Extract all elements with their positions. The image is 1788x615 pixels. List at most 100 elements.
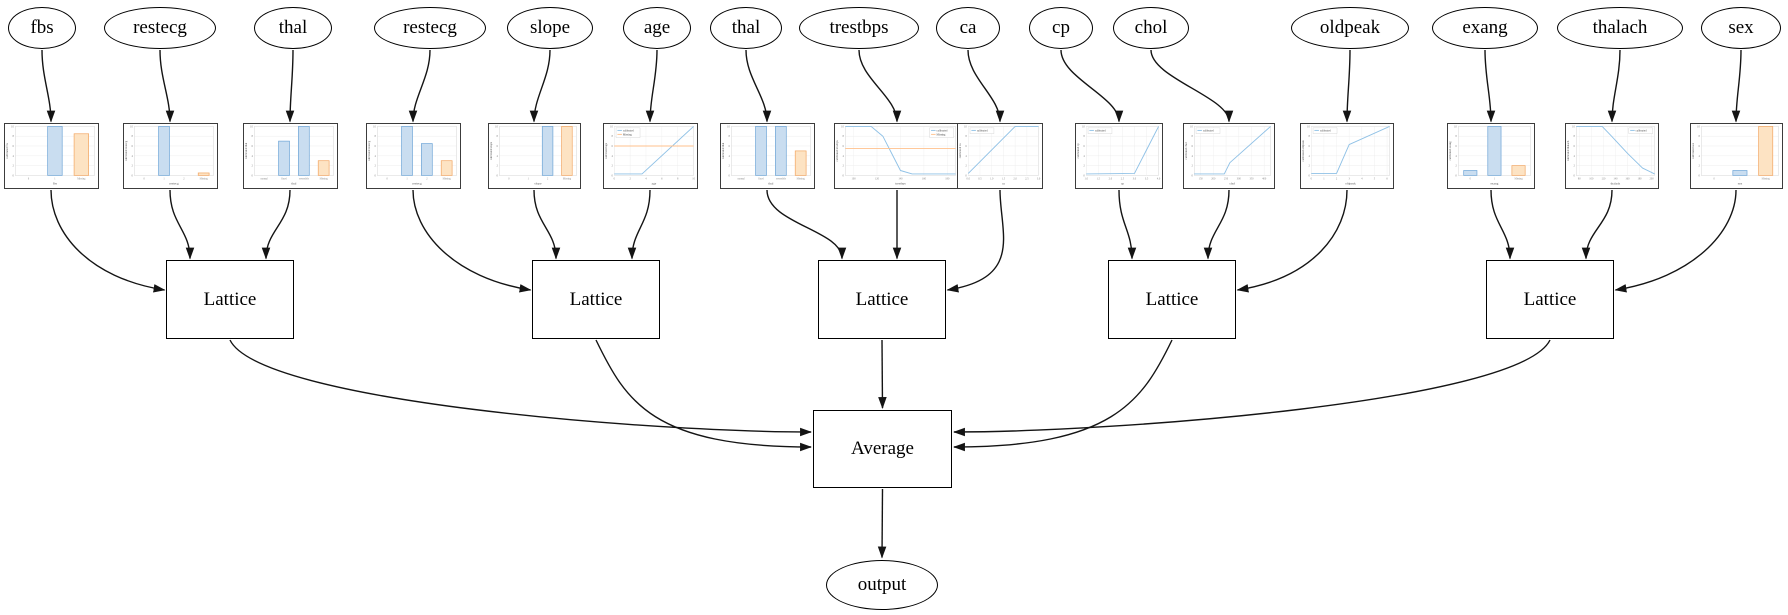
x-tick-label: Missing bbox=[562, 177, 571, 180]
y-tick-label: 10 bbox=[129, 124, 132, 128]
edge-f14-c14 bbox=[1731, 49, 1742, 123]
y-axis-label: calibrated ca bbox=[958, 143, 962, 158]
x-tick-label: 100 bbox=[1589, 177, 1594, 180]
x-tick-label: 2.5 bbox=[1121, 177, 1125, 180]
x-tick-label: 2.5 bbox=[1025, 177, 1029, 180]
y-tick-label: 2 bbox=[1308, 164, 1310, 168]
y-tick-label: 4 bbox=[1083, 154, 1085, 158]
edge-f10-c10 bbox=[1150, 49, 1234, 123]
lattice-label: Lattice bbox=[569, 288, 623, 310]
y-tick-label: 4 bbox=[251, 154, 253, 158]
y-axis-label: calibrated sex bbox=[1691, 142, 1695, 159]
y-tick-label: 4 bbox=[12, 154, 14, 158]
x-tick-label: 120 bbox=[1601, 177, 1606, 180]
y-tick-label: 10 bbox=[1696, 124, 1699, 128]
x-tick-label: 2.0 bbox=[1109, 177, 1113, 180]
y-tick-label: 10 bbox=[609, 124, 612, 128]
edge-l3-avg bbox=[953, 339, 1173, 452]
x-tick-label: Missing bbox=[1514, 177, 1523, 180]
y-tick-label: 2 bbox=[1573, 164, 1575, 168]
x-tick-label: 6 bbox=[1386, 177, 1388, 180]
x-tick-label: 1 bbox=[1739, 177, 1741, 180]
bar-fixed bbox=[277, 140, 290, 176]
x-tick-label: 8 bbox=[677, 177, 679, 180]
bar-reversible bbox=[774, 126, 787, 176]
y-axis-label: calibrated slope bbox=[489, 141, 493, 160]
x-tick-label: 3 bbox=[1348, 177, 1350, 180]
chart-plot-area bbox=[1194, 126, 1271, 176]
legend-entry-label: calibrated bbox=[937, 129, 948, 132]
feature-node-restecg: restecg bbox=[374, 7, 486, 49]
x-axis-label: thal bbox=[291, 182, 296, 186]
x-tick-label: 200 bbox=[1650, 177, 1655, 180]
legend-entry-label: Missing bbox=[937, 133, 946, 136]
chart-plot-area bbox=[1086, 126, 1159, 176]
chart-plot-area bbox=[1311, 126, 1390, 176]
y-tick-label: 10 bbox=[1190, 124, 1193, 128]
x-tick-label: reversible bbox=[775, 177, 786, 180]
y-axis-label: calibrated age bbox=[604, 142, 608, 159]
x-tick-label: 2.0 bbox=[1013, 177, 1017, 180]
y-tick-label: 8 bbox=[1191, 134, 1193, 138]
y-tick-label: 4 bbox=[1455, 154, 1457, 158]
y-tick-label: 0 bbox=[842, 173, 844, 177]
y-tick-label: 10 bbox=[249, 124, 252, 128]
edge-l1-avg bbox=[595, 339, 812, 452]
feature-label: sex bbox=[1728, 17, 1754, 38]
y-tick-label: 8 bbox=[374, 134, 376, 138]
lattice-label: Lattice bbox=[1523, 288, 1577, 310]
y-tick-label: 4 bbox=[374, 154, 376, 158]
y-axis-label: calibrated restecg bbox=[124, 140, 128, 161]
x-tick-label: 10 bbox=[692, 177, 695, 180]
x-tick-label: 1 bbox=[54, 177, 56, 180]
x-axis-label: age bbox=[651, 182, 656, 186]
x-tick-label: 4 bbox=[1361, 177, 1363, 180]
y-tick-label: 8 bbox=[842, 134, 844, 138]
edge-c14-l4 bbox=[1614, 189, 1737, 293]
x-tick-label: 4.0 bbox=[1157, 177, 1161, 180]
x-axis-label: ca bbox=[1002, 182, 1005, 186]
x-tick-label: 2 bbox=[183, 177, 185, 180]
x-tick-label: 0 bbox=[1311, 177, 1313, 180]
x-tick-label: normal bbox=[260, 177, 267, 180]
y-tick-label: 10 bbox=[10, 124, 13, 128]
feature-label: ca bbox=[959, 17, 977, 38]
x-axis-label: trestbps bbox=[895, 182, 906, 186]
y-tick-label: 10 bbox=[494, 124, 497, 128]
bar-1 bbox=[46, 126, 63, 176]
y-tick-label: 4 bbox=[965, 154, 967, 158]
y-tick-label: 2 bbox=[1698, 164, 1700, 168]
legend-entry-label: calibrated bbox=[1320, 129, 1331, 132]
chart-legend: calibrated bbox=[1195, 127, 1221, 134]
chart-plot-area bbox=[253, 126, 334, 176]
x-tick-label: Missing bbox=[199, 177, 208, 180]
y-tick-label: 2 bbox=[728, 164, 730, 168]
y-tick-label: 6 bbox=[965, 144, 967, 148]
y-tick-label: 2 bbox=[1455, 164, 1457, 168]
edge-c2-l0 bbox=[261, 189, 291, 260]
y-tick-label: 4 bbox=[728, 154, 730, 158]
feature-label: slope bbox=[529, 17, 571, 38]
legend-entry-label: calibrated bbox=[1095, 129, 1106, 132]
edge-f5-c5 bbox=[645, 49, 658, 123]
feature-node-cp: cp bbox=[1029, 7, 1093, 49]
y-axis-label: calibrated trestbps bbox=[835, 139, 839, 161]
edge-f4-c4 bbox=[529, 49, 551, 123]
lattice-label: Lattice bbox=[203, 288, 257, 310]
edge-c9-l3 bbox=[1118, 189, 1137, 260]
y-tick-label: 6 bbox=[131, 144, 133, 148]
y-tick-label: 2 bbox=[131, 164, 133, 168]
feature-node-exang: exang bbox=[1432, 7, 1538, 49]
edge-c6-l2 bbox=[766, 189, 847, 260]
feature-node-thal: thal bbox=[710, 7, 782, 49]
edge-c10-l3 bbox=[1203, 189, 1230, 260]
